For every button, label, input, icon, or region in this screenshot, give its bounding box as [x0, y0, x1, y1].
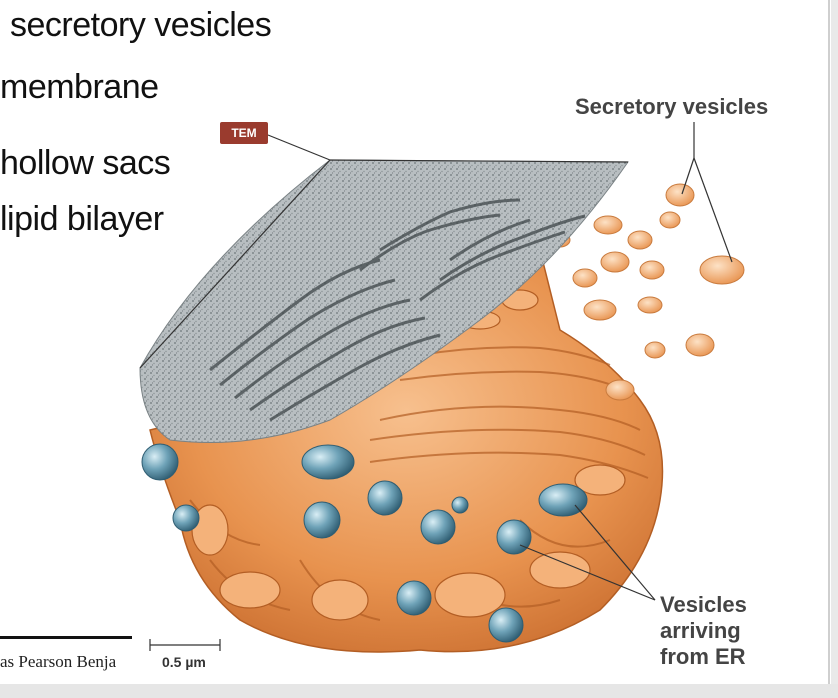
tem-pointer-lines — [139, 134, 629, 369]
window-right-edge — [831, 0, 838, 698]
secretory-vesicles-label: Secretory vesicles — [575, 94, 769, 119]
label-leader-lines — [519, 122, 733, 601]
window-divider — [828, 0, 830, 684]
er-vesicles — [141, 443, 588, 643]
scale-bar-label: 0.5 µm — [162, 654, 206, 670]
vesicles-from-er-label: Vesicles arriving from ER — [660, 592, 747, 670]
vesicles-from-er-line-2: arriving — [660, 618, 741, 643]
bullet-lipid-bilayer: lipid bilayer — [0, 200, 164, 238]
secretory-vesicles — [549, 183, 745, 401]
bullet-membrane: membrane — [0, 68, 159, 106]
vesicles-from-er-line-3: from ER — [660, 644, 746, 669]
bullet-secretory-vesicles: secretory vesicles — [10, 6, 272, 44]
publisher-credit: as Pearson Benja — [0, 652, 117, 671]
tem-micrograph — [139, 159, 629, 443]
cisternae-layers — [189, 346, 649, 621]
tem-badge: TEM — [220, 122, 268, 144]
scale-bar — [149, 639, 221, 651]
vesicles-from-er-line-1: Vesicles — [660, 592, 747, 617]
window-bottom-bar — [0, 684, 838, 698]
cisternae-tubules — [191, 289, 626, 621]
credit-rule — [0, 636, 132, 639]
bullet-hollow-sacs: hollow sacs — [0, 144, 171, 182]
tem-membrane-stacks — [209, 198, 586, 422]
